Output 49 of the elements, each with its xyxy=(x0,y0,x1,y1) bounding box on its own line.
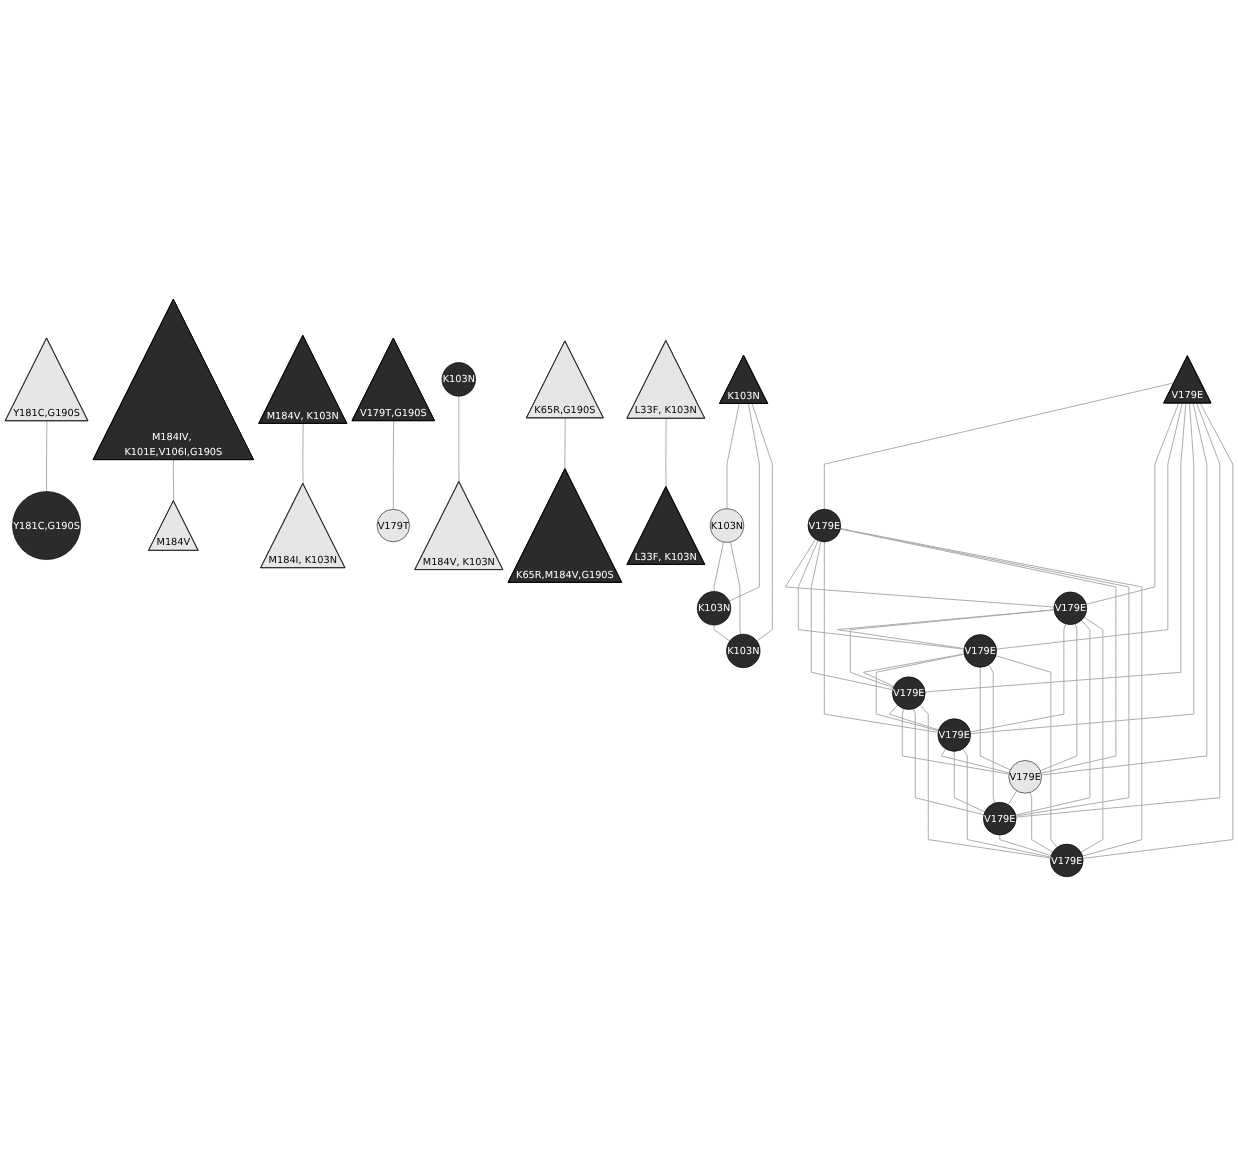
connector xyxy=(1015,619,1091,816)
connector xyxy=(1080,616,1104,853)
connector xyxy=(823,541,939,733)
connector xyxy=(875,653,965,732)
connector xyxy=(784,538,1055,608)
connector xyxy=(797,540,965,650)
connector xyxy=(862,653,965,687)
connector xyxy=(996,402,1183,650)
connector xyxy=(924,402,1187,693)
connector xyxy=(940,748,1010,774)
connector xyxy=(665,418,667,488)
connector xyxy=(995,655,1058,848)
connector xyxy=(953,750,986,813)
connector xyxy=(919,704,1052,859)
connector xyxy=(810,541,894,691)
connector xyxy=(839,528,1117,774)
connector xyxy=(901,708,1010,775)
connector xyxy=(839,528,1130,817)
connector xyxy=(751,403,773,642)
connector xyxy=(1029,792,1054,853)
connector xyxy=(962,748,1052,858)
connector xyxy=(1015,402,1221,818)
connector xyxy=(729,541,742,635)
connector xyxy=(728,403,760,602)
connector xyxy=(913,708,985,816)
connector xyxy=(713,624,731,642)
connector xyxy=(988,664,996,804)
connector xyxy=(823,382,1175,510)
connector xyxy=(970,402,1195,735)
connector xyxy=(713,541,724,592)
connector xyxy=(302,423,304,485)
connector xyxy=(172,459,175,502)
connector xyxy=(836,609,1055,650)
connector xyxy=(1082,402,1234,859)
connector xyxy=(564,417,566,470)
connector xyxy=(1085,402,1180,605)
connector xyxy=(726,403,740,510)
connector xyxy=(849,609,1055,689)
connector xyxy=(392,420,395,510)
connector xyxy=(1039,623,1078,772)
connector xyxy=(1040,402,1208,776)
connector xyxy=(969,623,1067,733)
connector xyxy=(999,834,1052,857)
connector xyxy=(979,666,1011,771)
connector xyxy=(839,528,1143,857)
connector xyxy=(46,420,48,492)
connector xyxy=(1007,790,1018,806)
connector xyxy=(888,704,940,731)
connector xyxy=(458,395,460,483)
